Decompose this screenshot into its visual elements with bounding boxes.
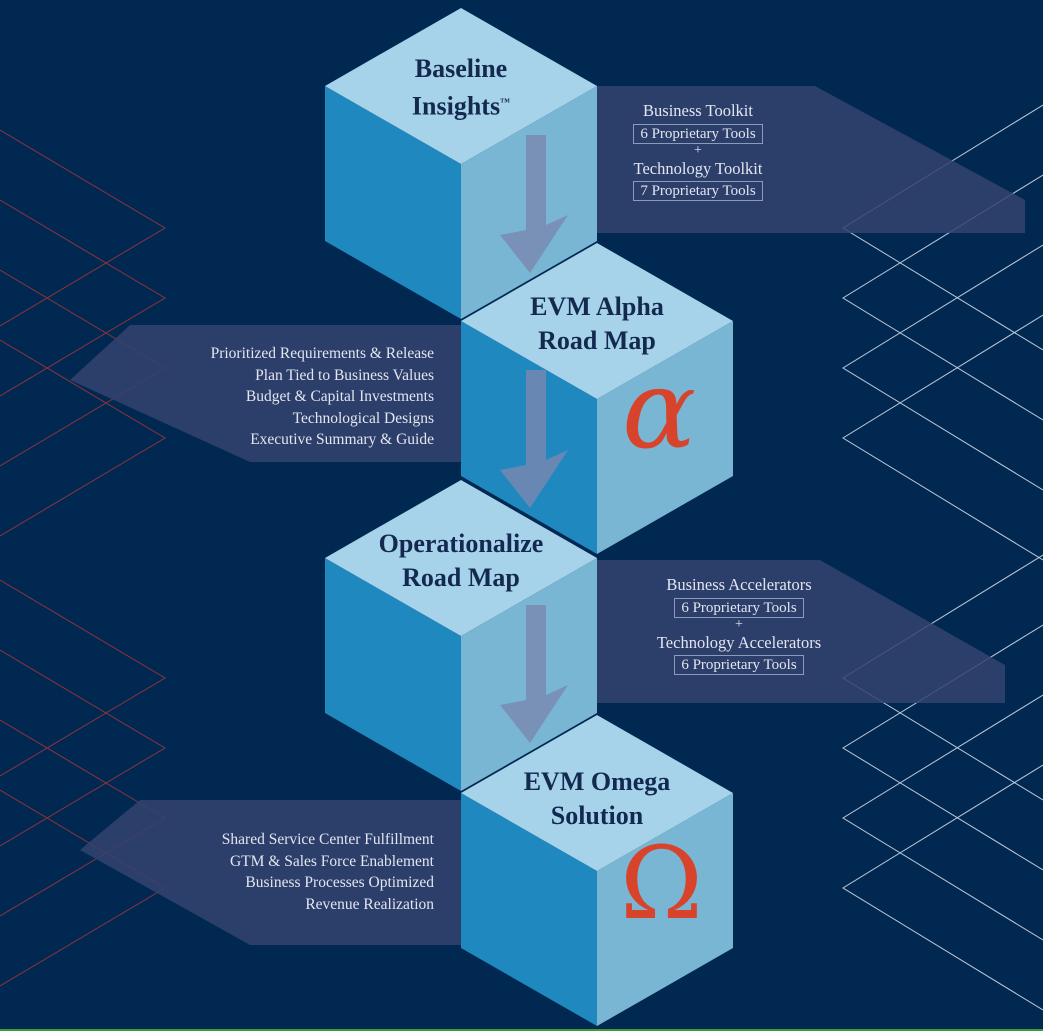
cube-baseline-left-face	[325, 86, 461, 319]
cube-alpha-right-face	[597, 321, 733, 554]
cube-baseline-top-face	[325, 8, 597, 164]
down-arrow-icon	[500, 370, 568, 508]
cube-title-line: Operationalize	[378, 529, 544, 558]
cube-omega-title: EVM Omega Solution	[477, 765, 717, 833]
cube-operationalize-left-face	[325, 558, 461, 791]
cube-title-line: Solution	[550, 801, 644, 830]
right-white-lattice	[842, 104, 1043, 1011]
cube-baseline-title: Baseline Insights™	[341, 52, 581, 124]
technology-toolkit-label: Technology Toolkit	[633, 158, 763, 178]
list-item: GTM & Sales Force Enablement	[229, 852, 434, 870]
cube-omega-left-face	[461, 793, 597, 1026]
cube-title-line: Insights	[411, 91, 501, 121]
accelerator-list: Business Accelerators 6 Proprietary Tool…	[619, 574, 859, 675]
plus-sign: +	[694, 142, 702, 158]
cube-title-line: EVM Alpha	[530, 292, 664, 321]
toolkit-band	[597, 86, 1025, 233]
accelerator-band	[597, 560, 1005, 703]
down-arrow-icon	[500, 605, 568, 743]
cube-title-line: EVM Omega	[523, 767, 671, 796]
down-arrow-icon	[500, 135, 568, 273]
cube-title-line: Baseline	[414, 54, 508, 83]
cube-operationalize-title: Operationalize Road Map	[341, 527, 581, 595]
tool-count-badge: 7 Proprietary Tools	[633, 181, 763, 201]
list-item: Business Processes Optimized	[245, 874, 434, 891]
cube-title-line: Road Map	[538, 326, 656, 355]
list-item: Technological Designs	[292, 409, 434, 427]
omega-outcomes-list: Shared Service Center Fulfillment GTM & …	[134, 829, 434, 915]
alpha-symbol-icon: α	[622, 345, 697, 473]
list-item: Budget & Capital Investments	[245, 388, 434, 405]
bands	[70, 86, 1025, 945]
omega-band	[80, 800, 461, 945]
alpha-deliverables-list: Prioritized Requirements & Release Plan …	[134, 343, 434, 451]
alpha-band	[70, 325, 461, 462]
list-item: Shared Service Center Fulfillment	[221, 831, 434, 848]
list-item: Prioritized Requirements & Release	[210, 345, 434, 362]
plus-sign: +	[735, 616, 743, 632]
business-toolkit-label: Business Toolkit	[643, 101, 753, 120]
trademark: ™	[500, 97, 511, 108]
tool-count-badge: 6 Proprietary Tools	[633, 123, 763, 144]
cube-omega-top-face	[461, 715, 733, 871]
list-item: Executive Summary & Guide	[250, 431, 434, 448]
technology-accelerators-label: Technology Accelerators	[656, 632, 822, 652]
tool-count-badge: 6 Proprietary Tools	[674, 597, 804, 618]
cube-omega-right-face	[597, 793, 733, 1026]
cube-operationalize-top-face	[325, 480, 597, 636]
list-item: Plan Tied to Business Values	[255, 366, 434, 384]
cube-alpha-title: EVM Alpha Road Map	[477, 290, 717, 358]
business-accelerators-label: Business Accelerators	[666, 575, 812, 594]
toolkit-list: Business Toolkit 6 Proprietary Tools + T…	[578, 100, 818, 201]
tool-count-badge: 6 Proprietary Tools	[674, 655, 804, 675]
cube-alpha-top-face	[461, 243, 733, 399]
cube-title-line: Road Map	[402, 563, 520, 592]
omega-symbol-icon: Ω	[620, 825, 703, 942]
list-item: Revenue Realization	[305, 895, 434, 913]
